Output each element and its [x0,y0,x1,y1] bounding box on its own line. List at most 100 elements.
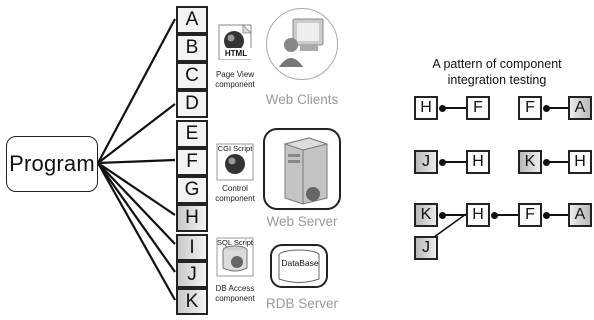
server-tower-icon [283,137,329,205]
pattern-row3-h: H [466,203,490,227]
connector-line [548,214,568,216]
control-caption: Control component [207,184,263,204]
database-tag: DataBase [281,258,319,268]
component-a-label: A [185,9,199,30]
component-k-label: K [185,290,199,312]
connector-line [548,107,568,109]
component-d-label: D [185,93,199,114]
web-clients-label: Web Clients [265,92,339,107]
pattern-row3-h-label: H [472,206,484,223]
component-g: G [176,176,208,204]
db-access-caption-line2: component [215,294,255,303]
pattern-row3-j-to-h [429,213,467,241]
web-server-box [263,128,341,210]
pattern-row1a-f-label: F [473,99,483,116]
pattern-row3-a: A [568,203,592,227]
component-j-label: J [187,263,197,285]
sql-tag: SQL Script [217,238,253,247]
sql-script-icon: SQL Script [213,236,257,278]
pattern-row3-k: K [414,203,438,227]
html-tag: HTML [220,48,252,59]
connector-dot [543,212,550,219]
connector-line [444,107,466,109]
page-view-caption-line2: component [215,80,255,89]
cgi-script-icon: CGI Script [213,142,257,182]
component-i-label: I [189,236,195,258]
pattern-title-line2: integration testing [447,73,547,87]
program-box: Program [6,136,98,192]
web-clients-circle [266,8,338,80]
line-program-d [97,103,176,164]
component-c: C [176,62,208,90]
pattern-row1a-h: H [414,96,438,120]
control-caption-line2: component [215,194,255,203]
pattern-row2b-h-label: H [574,153,586,170]
rdb-server-label: RDB Server [265,296,338,311]
connector-dot [439,159,446,166]
db-access-caption: DB Access component [207,284,263,304]
pattern-row1b-f: F [518,96,542,120]
pattern-row2b-h: H [568,150,592,174]
page-view-caption: Page View component [207,70,263,90]
connector-dot [543,105,550,112]
connector-line [496,214,518,216]
control-caption-line1: Control [222,184,248,193]
connector-dot [439,212,446,219]
line-program-j [97,162,176,273]
line-program-a [97,18,176,164]
pattern-row2b-k-label: K [524,153,536,170]
component-f: F [176,148,208,176]
component-a: A [176,6,208,34]
pattern-row1a-f: F [466,96,490,120]
pattern-row2b-k: K [518,150,542,174]
pattern-title-line1: A pattern of component [432,57,562,71]
web-server-label: Web Server [266,214,338,229]
component-g-label: G [184,179,200,200]
pattern-row1b-a: A [568,96,592,120]
web-client-user-icon [279,18,324,67]
connector-line [444,161,466,163]
pattern-row2a-j: J [414,150,438,174]
pattern-row2a-h-label: H [472,153,484,170]
line-program-f [97,158,176,165]
component-h-label: H [185,207,199,228]
component-b: B [176,34,208,62]
pattern-row3-f-label: F [525,206,535,223]
connector-dot [439,105,446,112]
pattern-row3-j: J [414,236,438,260]
pattern-row1b-f-label: F [525,99,535,116]
line-program-k [97,162,176,301]
pattern-title: A pattern of component integration testi… [410,56,584,88]
connector-line [548,161,568,163]
component-c-label: C [185,65,199,86]
html-document-icon: HTML [213,24,257,62]
component-j: J [176,261,208,288]
component-b-label: B [185,37,199,58]
pattern-row3-j-label: J [422,239,430,256]
component-k: K [176,288,208,315]
rdb-server-box: DataBase [270,244,328,288]
connector-dot [491,212,498,219]
pattern-row3-f: F [518,203,542,227]
component-d: D [176,90,208,118]
component-i: I [176,234,208,261]
database-cylinder-icon [278,249,320,283]
cgi-tag: CGI Script [217,144,253,153]
connector-dot [543,159,550,166]
line-program-h [97,162,176,216]
db-access-caption-line1: DB Access [215,284,255,293]
page-view-caption-line1: Page View [215,70,255,79]
pattern-row3-k-label: K [420,206,432,223]
component-e: E [176,120,208,148]
pattern-row1a-h-label: H [420,99,432,116]
line-program-i [97,162,176,245]
pattern-row1b-a-label: A [574,99,586,116]
component-h: H [176,204,208,232]
connector-line [444,214,466,216]
pattern-row2a-j-label: J [422,153,430,170]
component-e-label: E [185,123,199,144]
pattern-row3-a-label: A [574,206,586,223]
component-f-label: F [186,151,198,172]
